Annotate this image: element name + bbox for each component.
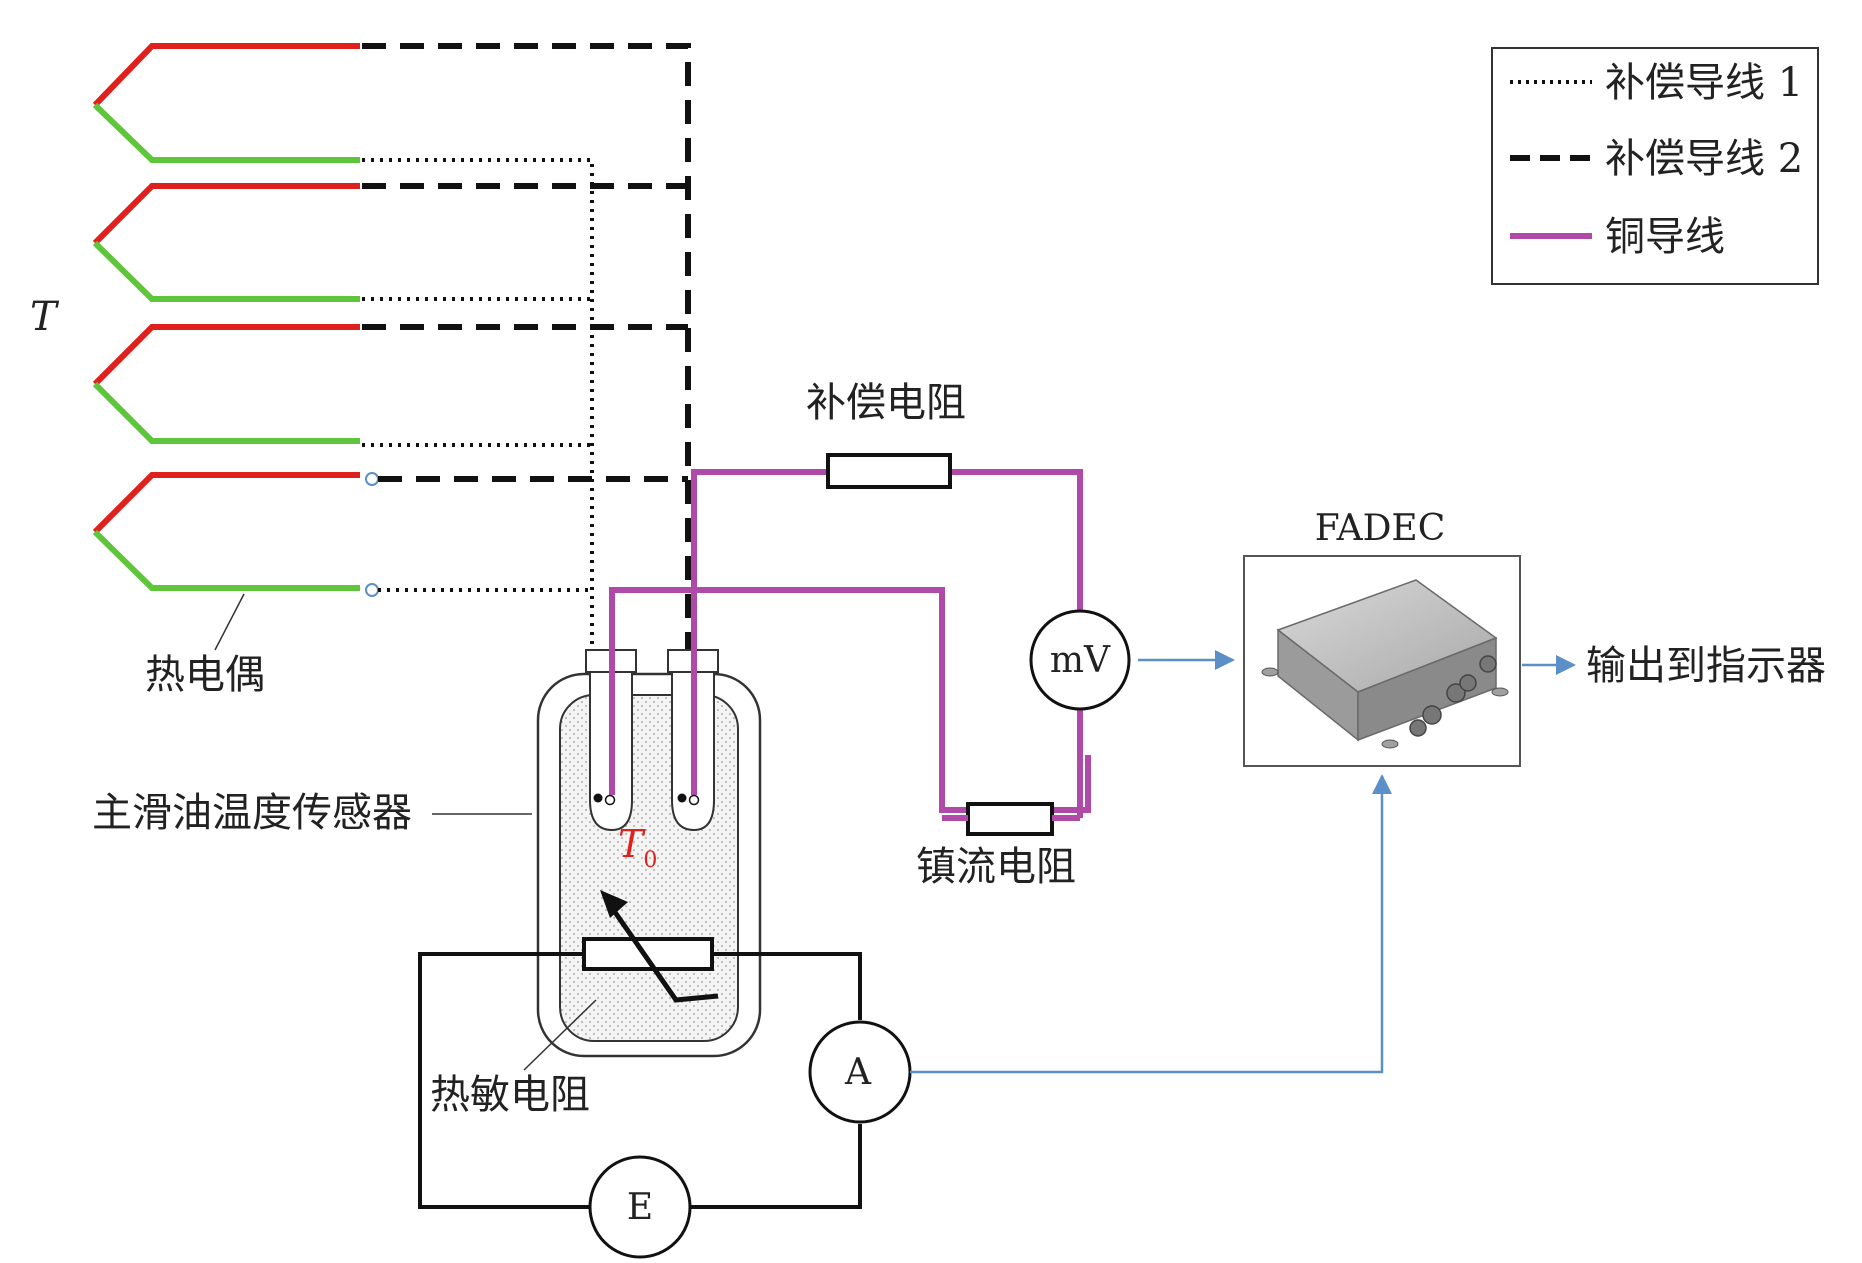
thermocouple-4 [92, 472, 360, 591]
mv-label: mV [1050, 640, 1111, 681]
ammeter-label: A [844, 1052, 872, 1093]
legend-item-3: 铜导线 [1605, 214, 1725, 260]
thermocouple-1 [92, 43, 360, 163]
legend [1491, 47, 1819, 285]
output-label: 输出到指示器 [1586, 643, 1826, 689]
legend-item-2: 补偿导线 2 [1605, 136, 1803, 182]
temperature-label: T [30, 294, 60, 340]
compensation-resistor-label: 补偿电阻 [806, 380, 966, 426]
t0-label: T0 [618, 822, 657, 873]
source-label: E [627, 1187, 653, 1228]
fadec-label: FADEC [1315, 508, 1446, 549]
t0-main: T [618, 822, 646, 866]
compensation-wire-1 [362, 158, 594, 790]
t0-subscript: 0 [643, 848, 657, 873]
thermistor-leader [523, 999, 597, 1071]
ballast-resistor [966, 802, 1054, 836]
thermistor [582, 937, 714, 971]
probe-junctions [593, 793, 700, 806]
thermistor-circuit [418, 952, 862, 1209]
compensation-resistor [826, 453, 952, 489]
fadec-unit [1243, 555, 1521, 767]
thermocouple-leader [214, 593, 245, 651]
thermocouple-label: 热电偶 [145, 652, 265, 698]
copper-wire [609, 469, 1091, 813]
junction-terminal-top [365, 472, 379, 486]
ballast-resistor-label: 镇流电阻 [916, 844, 1076, 890]
thermistor-label: 热敏电阻 [430, 1072, 590, 1118]
legend-item-1: 补偿导线 1 [1605, 60, 1803, 106]
signal-arrows [910, 650, 1576, 1074]
junction-terminal-bottom [365, 583, 379, 597]
voltage-source [588, 1155, 692, 1259]
millivoltmeter [1029, 609, 1131, 711]
main-oil-sensor-label: 主滑油温度传感器 [92, 790, 412, 836]
variable-arrow-icon [600, 890, 719, 1003]
thermocouple-3 [92, 324, 360, 444]
thermocouple-2 [92, 183, 360, 302]
